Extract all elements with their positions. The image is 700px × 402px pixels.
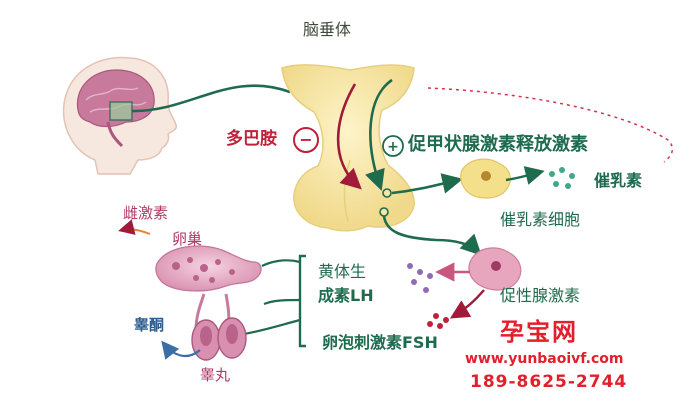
plus-sign: + xyxy=(387,139,399,155)
ovary xyxy=(155,245,262,292)
inhibit-circle xyxy=(293,127,319,153)
stimulate-circle xyxy=(382,135,404,157)
watermark-phone: 189-8625-2744 xyxy=(470,372,628,392)
label-testosterone: 睾酮 xyxy=(134,316,165,334)
bracket-connector xyxy=(263,298,301,306)
lh-dots xyxy=(407,263,433,293)
label-prolactin-cell: 催乳素细胞 xyxy=(500,210,581,229)
cell-to-prolactin-arrow xyxy=(505,166,545,185)
dopamine-arrow xyxy=(336,83,362,190)
junction-node-bottom xyxy=(379,207,389,217)
bracket-to-testis-line xyxy=(243,318,301,336)
prolactin-dots xyxy=(549,167,575,189)
fsh-release-arrow xyxy=(449,289,485,319)
testosterone-arrow xyxy=(161,340,201,360)
junction-node-top xyxy=(382,188,392,198)
label-pituitary: 脑垂体 xyxy=(303,20,352,39)
label-trh: 促甲状腺激素释放激素 xyxy=(408,134,588,155)
fsh-dots xyxy=(427,313,449,329)
label-gonadotropin: 促性腺激素 xyxy=(500,286,581,305)
feedback-dotted-line xyxy=(427,87,674,163)
pituitary-to-prolactin-cell-arrow xyxy=(391,173,464,195)
label-prolactin: 催乳素 xyxy=(594,171,643,190)
label-estrogen: 雌激素 xyxy=(123,204,169,222)
pituitary-to-gonadotropin-cell-arrow xyxy=(382,215,482,256)
label-lh-line1: 黄体生 xyxy=(318,262,367,281)
hormone-bracket xyxy=(298,254,306,348)
gonadotropin-cell xyxy=(468,247,522,291)
watermark-url: www.yunbaoivf.com xyxy=(465,351,624,367)
watermark-brand: 孕宝网 xyxy=(500,318,578,346)
prolactin-cell xyxy=(460,158,511,199)
label-ovary: 卵巢 xyxy=(172,230,203,248)
label-dopamine: 多巴胺 xyxy=(226,129,277,149)
bracket-to-ovary-line xyxy=(261,259,301,267)
trh-arrow xyxy=(365,78,393,191)
label-fsh: 卵泡刺激素FSH xyxy=(322,333,438,352)
minus-sign: − xyxy=(299,130,312,149)
estrogen-arrow xyxy=(118,219,151,235)
label-lh-line2: 成素LH xyxy=(318,286,374,305)
testis xyxy=(191,293,247,361)
head-profile xyxy=(62,56,178,175)
brain-to-pituitary-line xyxy=(131,84,291,113)
label-testis: 睾丸 xyxy=(200,366,231,384)
